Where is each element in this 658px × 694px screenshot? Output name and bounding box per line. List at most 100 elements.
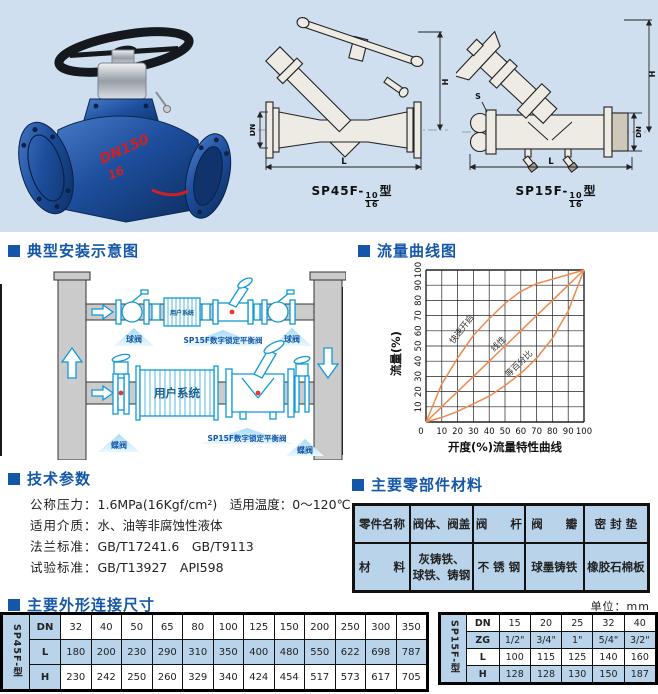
dim-cell: 125 bbox=[561, 648, 594, 666]
dim-cell: 128 bbox=[498, 665, 531, 684]
dim-cell: 617 bbox=[365, 664, 397, 691]
dim-cell: 65 bbox=[151, 613, 183, 640]
dim-cell: 424 bbox=[243, 664, 275, 691]
dim-cell: 50 bbox=[121, 613, 153, 640]
dim-cell: 100 bbox=[212, 613, 244, 640]
x-tick-label: 100 bbox=[576, 427, 592, 437]
dim-cell: 150 bbox=[273, 613, 305, 640]
dim-cell: 230 bbox=[121, 639, 153, 665]
dim-cell: 128 bbox=[529, 665, 563, 684]
x-tick-label: 80 bbox=[547, 427, 558, 437]
dim-cell: 187 bbox=[623, 665, 658, 684]
materials-title: 主要零部件材料 bbox=[371, 476, 484, 494]
dim-h-label: H bbox=[441, 79, 450, 86]
dim-cell: 3/2" bbox=[623, 631, 658, 649]
dimensions-title: 主要外形连接尺寸 bbox=[27, 596, 156, 614]
user-system-label: 用户系统 bbox=[153, 386, 200, 400]
product-panel: DN150 16 bbox=[0, 0, 658, 232]
dim-cell: 3/4" bbox=[529, 631, 563, 649]
tech-line: 公称压力：1.6MPa(16Kgf/cm²) 适用温度：0～120℃ bbox=[30, 497, 351, 512]
x-tick-label: 70 bbox=[531, 427, 542, 437]
blue-square-bullet-icon bbox=[8, 244, 20, 257]
material-cell: 不 锈 钢 bbox=[471, 542, 526, 593]
sp15f-drawing: S DN H L bbox=[452, 19, 657, 173]
butterfly-right-label: 蝶阀 bbox=[297, 445, 313, 455]
x-tick-label: 40 bbox=[484, 427, 495, 437]
dim-cell: 573 bbox=[334, 664, 366, 691]
y-tick-label: 10 bbox=[414, 401, 424, 412]
dim-cell: 230 bbox=[60, 664, 92, 691]
dim-cell: 329 bbox=[182, 664, 214, 691]
x-tick-label: 90 bbox=[563, 427, 574, 437]
ball-valve-left-label: 球阀 bbox=[126, 334, 142, 344]
y-tick-label: 100 bbox=[414, 262, 424, 278]
y-tick-label: 80 bbox=[414, 295, 424, 306]
materials-section-heading: 主要零部件材料 bbox=[352, 474, 483, 495]
material-cell: 灰铸铁、 球铁、铸钢 bbox=[409, 542, 474, 593]
dim-cell: 130 bbox=[561, 665, 594, 684]
dim-row-label: H bbox=[29, 664, 61, 691]
dim-cell: 200 bbox=[304, 613, 336, 640]
x-tick-label: 50 bbox=[500, 427, 511, 437]
installation-title: 典型安装示意图 bbox=[27, 242, 140, 260]
valve-photo: DN150 16 bbox=[18, 27, 232, 223]
dim-cell: 698 bbox=[365, 639, 397, 665]
valve-pn-badge: 16 bbox=[106, 163, 127, 183]
balance-valve-bottom-label: SP15F数字锁定平衡阀 bbox=[208, 433, 287, 443]
dim-cell: 250 bbox=[121, 664, 153, 691]
part-name-cell: 密 封 垫 bbox=[582, 503, 650, 544]
dim-row-label: L bbox=[466, 648, 500, 666]
material-cell: 材 料 bbox=[352, 542, 412, 593]
dim-cell: 32 bbox=[592, 613, 625, 632]
dim-s-label: S bbox=[475, 92, 481, 101]
callout-triangle-icon bbox=[98, 434, 140, 452]
callout-triangle-icon bbox=[114, 328, 154, 346]
part-name-cell: 阀体、阀盖 bbox=[409, 503, 474, 544]
dimensions-section-heading: 主要外形连接尺寸 bbox=[8, 594, 155, 615]
y-tick-label: 60 bbox=[414, 325, 424, 336]
dim-cell: 40 bbox=[623, 613, 658, 632]
dim-cell: 400 bbox=[243, 639, 275, 665]
dim-cell: 300 bbox=[365, 613, 397, 640]
part-name-cell: 零件名称 bbox=[352, 503, 412, 544]
dim-cell: 25 bbox=[561, 613, 594, 632]
x-tick-label: 0 bbox=[418, 427, 423, 437]
blue-square-bullet-icon bbox=[358, 244, 370, 257]
dim-cell: 250 bbox=[334, 613, 366, 640]
dim-cell: 1/2" bbox=[498, 631, 531, 649]
dim-cell: 454 bbox=[273, 664, 305, 691]
ball-valve-right-label: 球阀 bbox=[284, 334, 300, 344]
x-tick-label: 30 bbox=[468, 427, 479, 437]
installation-diagram: 用户系统 球阀 SP15F数字锁定平衡阀 球阀 bbox=[53, 271, 346, 460]
y-tick-label: 30 bbox=[414, 371, 424, 382]
dim-row-label: L bbox=[29, 639, 61, 665]
callout-triangle-icon bbox=[200, 428, 294, 444]
part-name-cell: 阀 杆 bbox=[471, 503, 526, 544]
materials-table: 零件名称阀体、阀盖阀 杆阀 瓣密 封 垫材 料灰铸铁、 球铁、铸钢不 锈 钢球墨… bbox=[352, 503, 650, 593]
installation-section-heading: 典型安装示意图 bbox=[8, 240, 139, 261]
y-tick-label: 20 bbox=[414, 386, 424, 397]
red-swoosh-icon bbox=[151, 188, 189, 197]
dim-cell: 260 bbox=[151, 664, 183, 691]
part-name-cell: 阀 瓣 bbox=[523, 503, 585, 544]
x-tick-label: 60 bbox=[515, 427, 526, 437]
dim-cell: 310 bbox=[182, 639, 214, 665]
blue-square-bullet-icon bbox=[8, 472, 20, 485]
dim-cell: 100 bbox=[498, 648, 531, 666]
dim-cell: 242 bbox=[90, 664, 122, 691]
dim-cell: 550 bbox=[304, 639, 336, 665]
dim-dn-label: DN bbox=[635, 126, 643, 138]
dim-l-label: L bbox=[341, 157, 347, 167]
dim-l-label: L bbox=[548, 157, 554, 167]
dim-cell: 350 bbox=[395, 613, 428, 640]
butterfly-left-label: 蝶阀 bbox=[111, 440, 127, 450]
dim-cell: 1" bbox=[561, 631, 594, 649]
flow-curve-1 bbox=[425, 269, 585, 423]
material-cell: 球墨铸铁 bbox=[523, 542, 585, 593]
x-axis-label: 开度(%)流量特性曲线 bbox=[448, 440, 563, 454]
flow-section-heading: 流量曲线图 bbox=[358, 240, 457, 261]
dim-cell: 5/4" bbox=[592, 631, 625, 649]
